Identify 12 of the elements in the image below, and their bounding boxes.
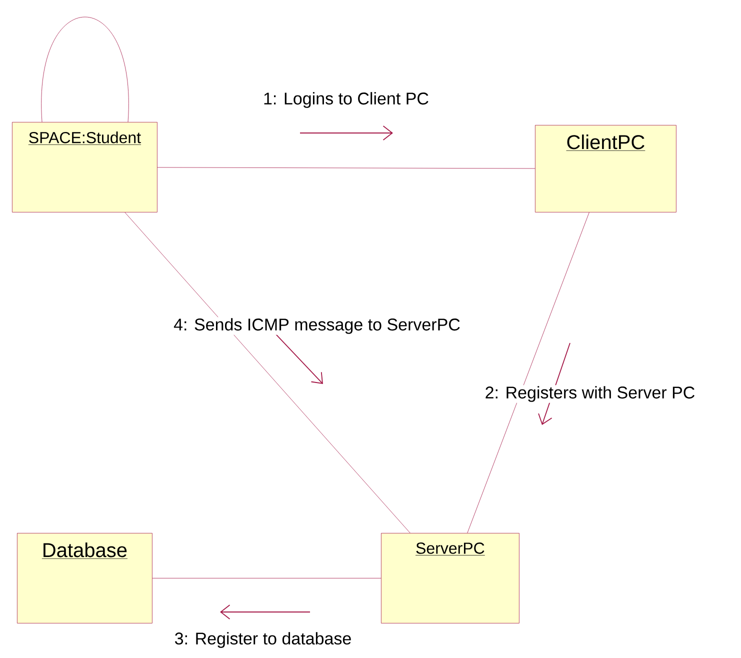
link-line — [467, 212, 590, 534]
object-box: ClientPC — [535, 125, 676, 212]
message-label: 4: Sends ICMP message to ServerPC — [172, 317, 462, 335]
object-box: SPACE:Student — [12, 122, 158, 212]
self-loop — [42, 16, 128, 122]
link-line — [157, 167, 536, 169]
message-label: 2: Registers with Server PC — [484, 385, 696, 403]
object-box: ServerPC — [381, 533, 520, 624]
message-label: 1: Logins to Client PC — [262, 91, 430, 109]
object-box: Database — [17, 533, 152, 624]
link-line — [124, 212, 410, 534]
message-label: 3: Register to database — [173, 631, 353, 649]
